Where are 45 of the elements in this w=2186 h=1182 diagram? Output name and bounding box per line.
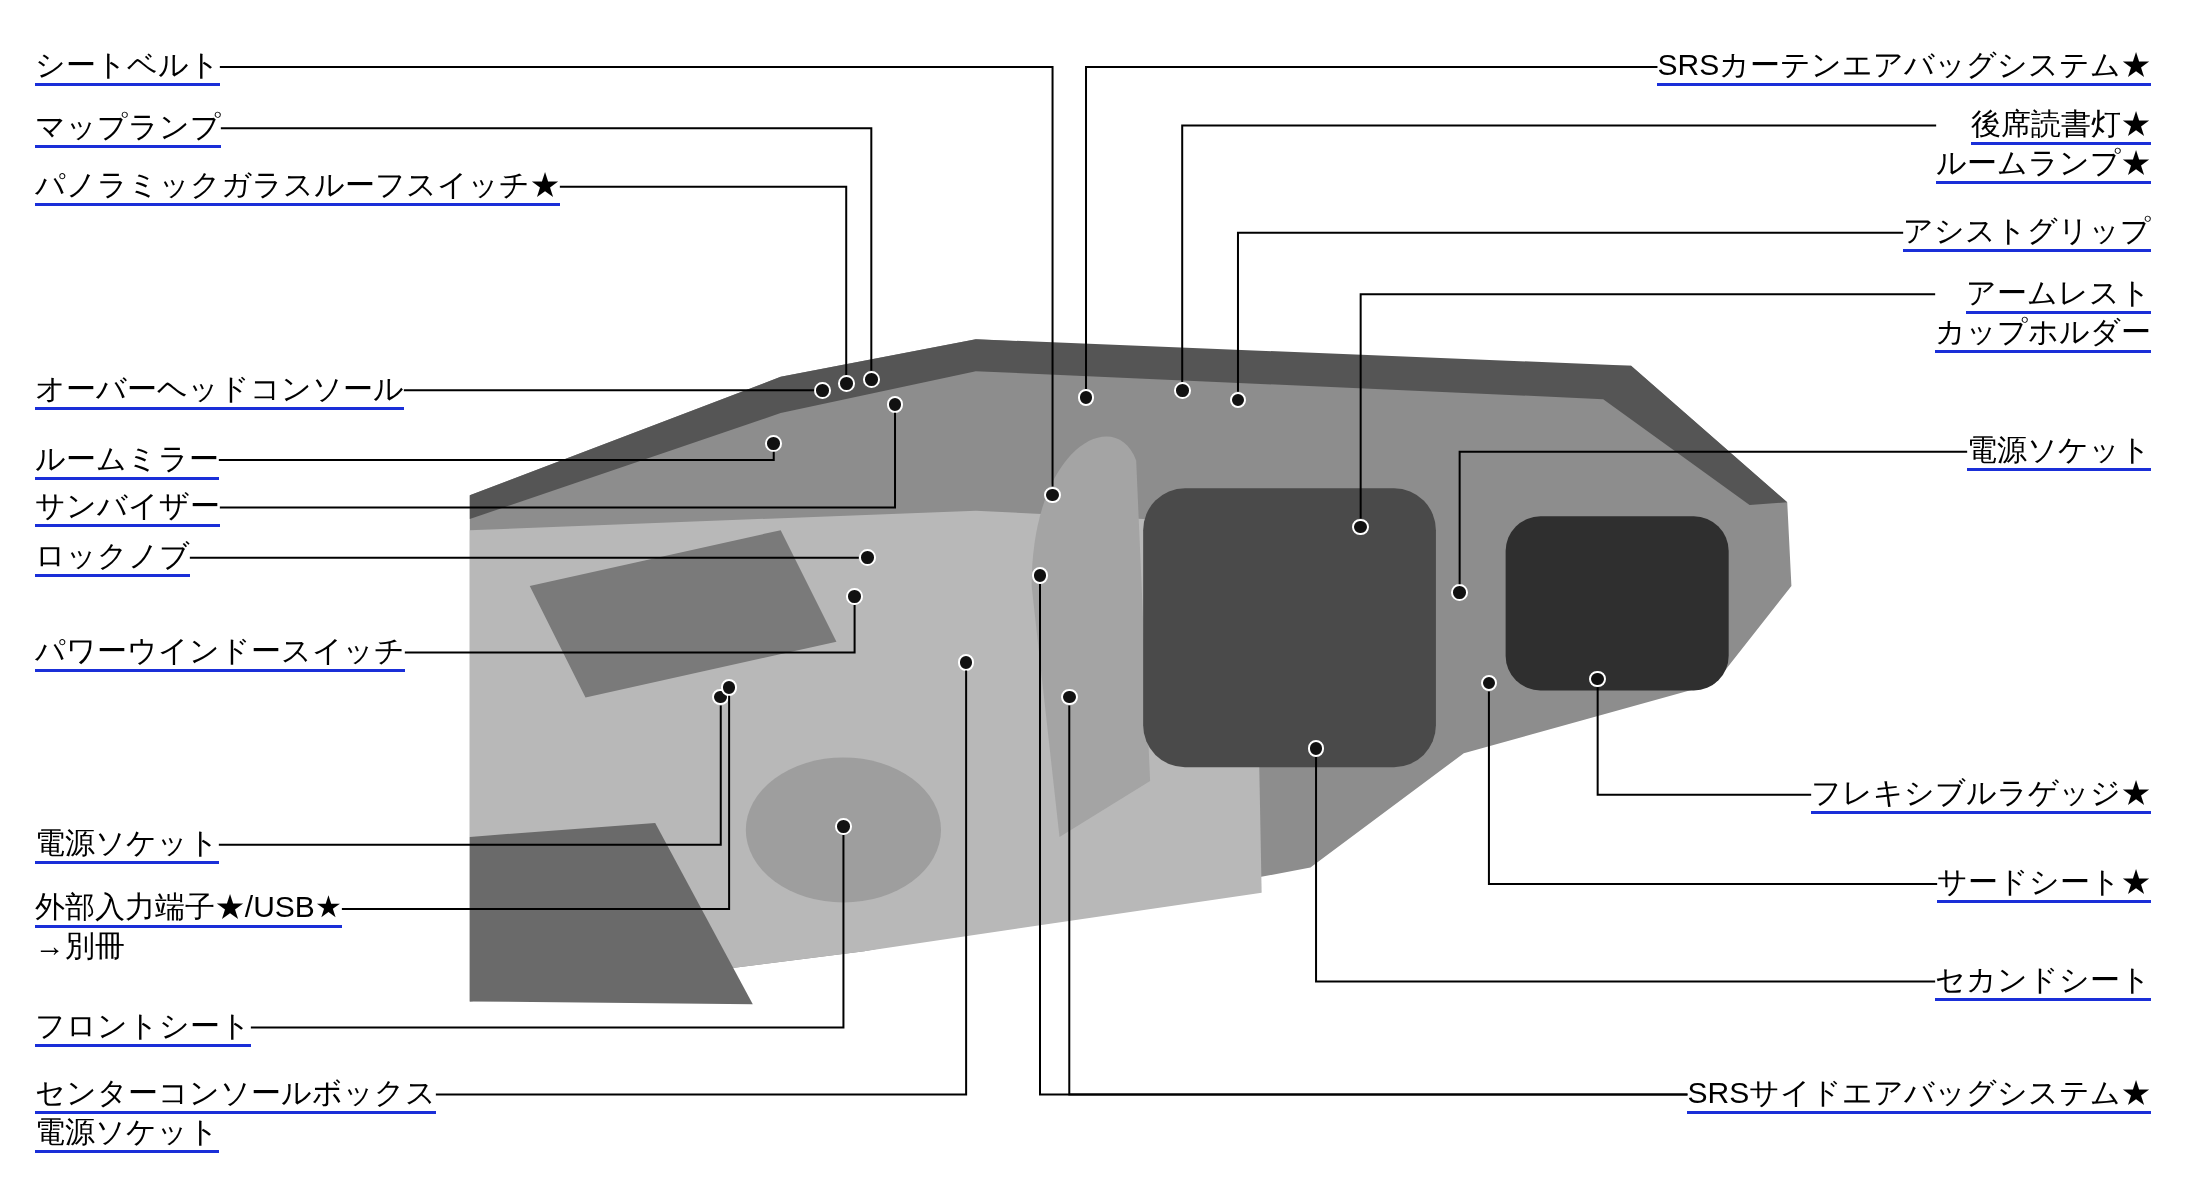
part-label: フロントシート [34, 1007, 251, 1047]
reference-note: →別冊 [34, 928, 125, 965]
leader-line [1085, 65, 1659, 390]
leader-line [403, 604, 856, 654]
part-label: カップホルダー [1935, 313, 2152, 353]
part-label: 後席読書灯★ [1971, 105, 2152, 145]
leader-line [340, 694, 731, 910]
part-label: アームレスト [1966, 274, 2152, 314]
leader-line [218, 65, 1054, 488]
part-label: パノラミックガラスルーフスイッチ★ [34, 167, 560, 207]
part-label: アシストグリップ [1903, 213, 2152, 253]
part-label: オーバーヘッドコンソール [34, 370, 404, 410]
part-label: パワーウインドースイッチ [34, 632, 405, 672]
part-label: セカンドシート [1935, 961, 2152, 1001]
part-label: ルームランプ★ [1936, 144, 2152, 184]
leader-line [188, 556, 860, 559]
leader-line [1359, 293, 1937, 520]
leader-line [1315, 756, 1937, 983]
part-label: ロックノブ [34, 538, 190, 578]
leader-line [1487, 690, 1939, 885]
part-label: 電源ソケット [34, 1113, 219, 1153]
part-label: サンバイザー [34, 487, 220, 527]
leader-line [1181, 124, 1938, 383]
leader-line [434, 669, 968, 1096]
leader-line [218, 411, 896, 509]
part-label: マップランプ [34, 108, 221, 148]
part-label: SRSカーテンエアバッグシステム★ [1657, 47, 2152, 87]
leader-line [249, 834, 845, 1029]
part-label: SRSサイドエアバッグシステム★ [1687, 1074, 2152, 1114]
part-label: サードシート★ [1937, 864, 2152, 904]
part-label: フレキシブルラゲッジ★ [1811, 775, 2152, 815]
part-label: センターコンソールボックス [34, 1074, 436, 1114]
leader-line [402, 389, 816, 392]
part-label: 電源ソケット [34, 825, 219, 865]
leader-line [1458, 450, 1969, 586]
leader-line [1068, 704, 1689, 1096]
leader-line [558, 185, 848, 376]
part-label: 外部入力端子★/USB★ [34, 889, 342, 929]
leader-line [217, 704, 722, 846]
leader-line [219, 127, 873, 372]
leader-line [1236, 231, 1905, 393]
leader-line [217, 450, 775, 462]
part-label: 電源ソケット [1967, 432, 2152, 472]
part-label: シートベルト [34, 47, 220, 87]
part-label: ルームミラー [34, 440, 219, 480]
